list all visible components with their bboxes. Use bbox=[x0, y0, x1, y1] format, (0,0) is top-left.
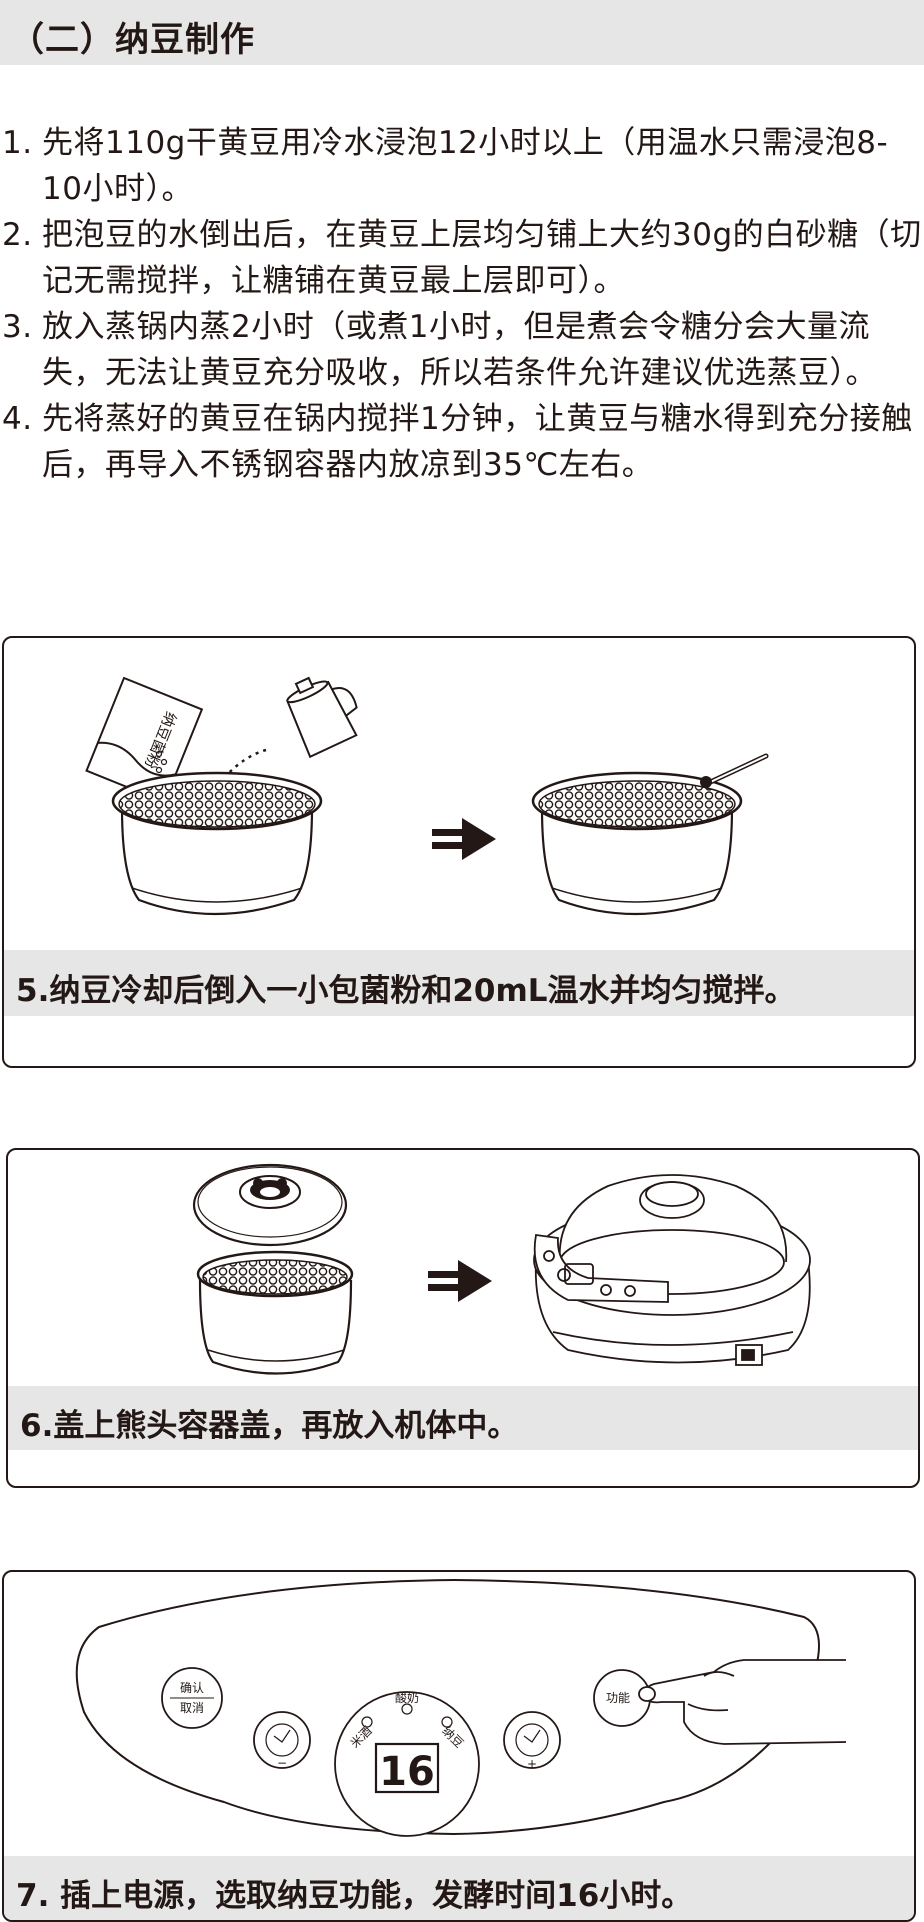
minus-label: − bbox=[277, 1756, 287, 1770]
display-value: 16 bbox=[379, 1749, 435, 1795]
natto-indicator bbox=[441, 1716, 453, 1728]
mode-dial: 酸奶 米酒 纳豆 16 bbox=[334, 1690, 480, 1837]
step-5-illustration: 纳豆菌粉 bbox=[85, 676, 769, 916]
step-item: 3.放入蒸锅内蒸2小时（或煮1小时，但是煮会令糖分会大量流失，无法让黄豆充分吸收… bbox=[0, 304, 924, 396]
container-icon bbox=[196, 1250, 354, 1375]
step-number: 1. bbox=[2, 125, 33, 161]
pot-left-icon bbox=[111, 771, 323, 916]
mode-yogurt-label: 酸奶 bbox=[395, 1690, 419, 1705]
arrow-right-icon bbox=[432, 818, 496, 860]
step-7-caption: 7. 插上电源，选取纳豆功能，发酵时间16小时。 bbox=[16, 1878, 693, 1914]
confirm-cancel-button[interactable]: 确认 取消 bbox=[161, 1667, 223, 1729]
ricewine-indicator bbox=[361, 1716, 373, 1728]
plus-button[interactable]: + bbox=[503, 1711, 561, 1771]
step-item: 1.先将110g干黄豆用冷水浸泡12小时以上（用温水只需浸泡8-10小时）。 bbox=[0, 120, 924, 212]
minus-button[interactable]: − bbox=[253, 1711, 311, 1770]
confirm-label: 确认 bbox=[180, 1681, 204, 1695]
plus-label: + bbox=[527, 1757, 537, 1771]
step-list: 1.先将110g干黄豆用冷水浸泡12小时以上（用温水只需浸泡8-10小时）。 2… bbox=[0, 120, 924, 488]
step-text: 先将蒸好的黄豆在锅内搅拌1分钟，让黄豆与糖水得到充分接触后，再导入不锈钢容器内放… bbox=[42, 401, 913, 483]
panel-step-5: 纳豆菌粉 bbox=[2, 636, 916, 1068]
step-text: 先将110g干黄豆用冷水浸泡12小时以上（用温水只需浸泡8-10小时）。 bbox=[42, 125, 889, 207]
caption-bar bbox=[4, 950, 914, 1016]
function-label: 功能 bbox=[606, 1691, 630, 1705]
pointing-hand-icon bbox=[638, 1659, 847, 1745]
caption-bar bbox=[4, 1856, 914, 1920]
starter-packet-icon: 纳豆菌粉 bbox=[85, 676, 204, 804]
cancel-label: 取消 bbox=[180, 1701, 204, 1715]
caption-bar bbox=[8, 1386, 918, 1450]
step-number: 4. bbox=[2, 401, 33, 437]
step-6-illustration bbox=[192, 1163, 811, 1375]
water-jug-icon bbox=[286, 676, 358, 759]
section-header: （二）纳豆制作 bbox=[0, 0, 924, 65]
panel-step-7: 确认 取消 − 酸奶 米酒 纳豆 16 + bbox=[2, 1570, 916, 1922]
step-5-caption: 5.纳豆冷却后倒入一小包菌粉和20mL温水并均匀搅拌。 bbox=[16, 973, 796, 1009]
step-item: 4.先将蒸好的黄豆在锅内搅拌1分钟，让黄豆与糖水得到充分接触后，再导入不锈钢容器… bbox=[0, 396, 924, 488]
step-text: 把泡豆的水倒出后，在黄豆上层均匀铺上大约30g的白砂糖（切记无需搅拌，让糖铺在黄… bbox=[42, 217, 922, 299]
yogurt-indicator bbox=[401, 1703, 413, 1715]
step-number: 2. bbox=[2, 217, 33, 253]
natto-machine-icon bbox=[533, 1174, 811, 1366]
panel-step-6: 6.盖上熊头容器盖，再放入机体中。 bbox=[6, 1148, 920, 1488]
section-title: （二）纳豆制作 bbox=[10, 20, 255, 60]
step-item: 2.把泡豆的水倒出后，在黄豆上层均匀铺上大约30g的白砂糖（切记无需搅拌，让糖铺… bbox=[0, 212, 924, 304]
function-button[interactable]: 功能 bbox=[593, 1669, 651, 1727]
step-6-caption: 6.盖上熊头容器盖，再放入机体中。 bbox=[20, 1408, 519, 1444]
pot-right-icon bbox=[531, 753, 769, 916]
step-7-illustration: 确认 取消 − 酸奶 米酒 纳豆 16 + bbox=[75, 1578, 847, 1837]
step-number: 3. bbox=[2, 309, 33, 345]
step-text: 放入蒸锅内蒸2小时（或煮1小时，但是煮会令糖分会大量流失，无法让黄豆充分吸收，所… bbox=[42, 309, 877, 391]
arrow-right-icon bbox=[428, 1260, 492, 1302]
lcd-display bbox=[374, 1742, 440, 1794]
bear-lid-icon bbox=[192, 1163, 348, 1247]
